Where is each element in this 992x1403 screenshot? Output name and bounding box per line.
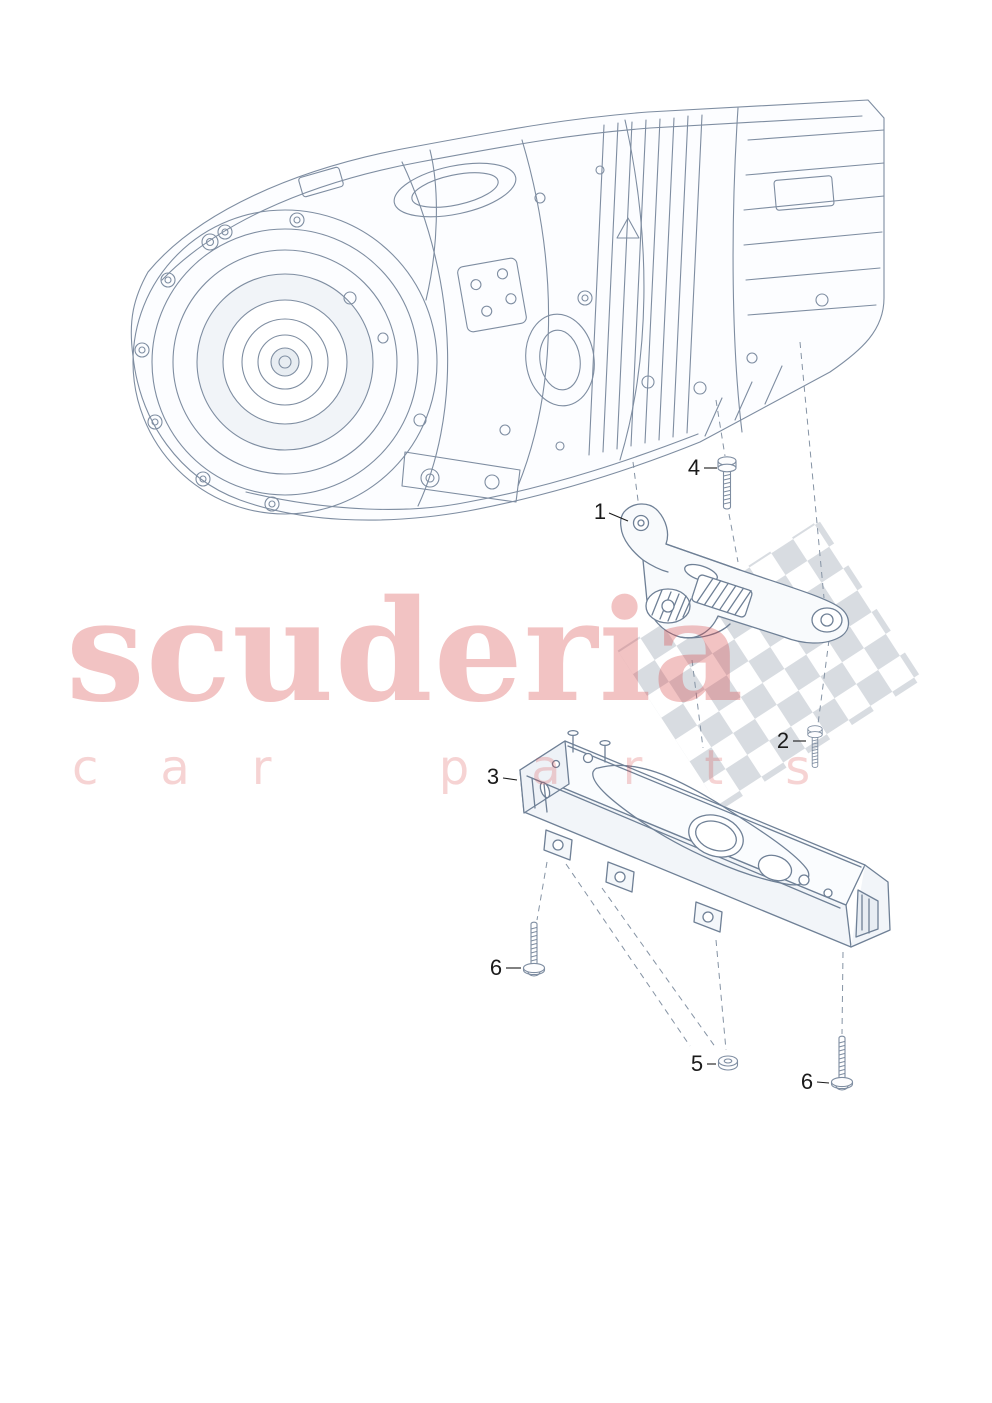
nut-5-drawing [717,1055,739,1071]
mount-bracket-drawing [619,503,850,644]
crossmember-drawing [519,729,891,948]
gearbox-drawing [130,99,885,521]
checkered-flag-watermark [617,519,923,811]
assembly-guide-lines [536,341,844,1051]
bolt-6-right-drawing [830,1035,854,1091]
bolt-6-left-drawing [522,921,546,977]
bolt-4-drawing [717,456,737,510]
callout-leader-lines [502,467,830,1084]
